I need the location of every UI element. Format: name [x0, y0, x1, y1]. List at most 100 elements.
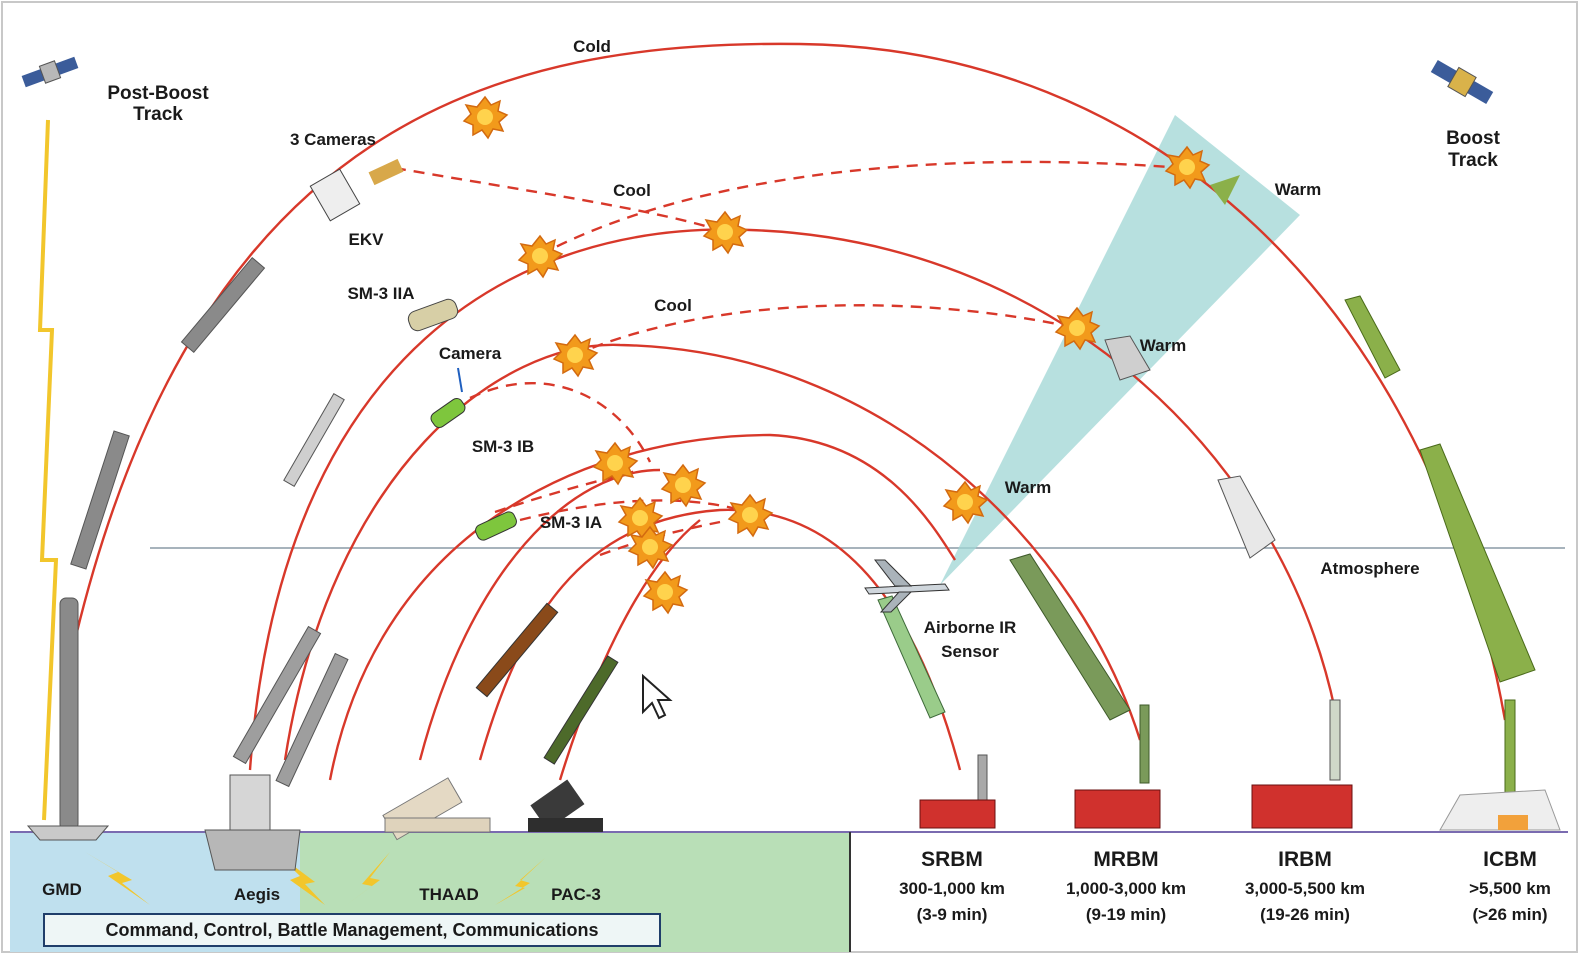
warhead-icon [1210, 175, 1240, 205]
gmd-label: GMD [42, 880, 82, 899]
explosion-icon [728, 494, 773, 537]
aircraft-icon [864, 559, 950, 613]
irbm-range: 3,000-5,500 km [1245, 879, 1365, 898]
icbm-range: >5,500 km [1469, 879, 1551, 898]
short-trajectory [478, 508, 962, 771]
boost-track-label-1: Boost [1446, 128, 1501, 149]
ekv-label: EKV [349, 230, 385, 249]
icbm-silo-icon [1439, 789, 1561, 831]
missile-classes: SRBM 300-1,000 km (3-9 min) MRBM 1,000-3… [899, 848, 1551, 924]
srbm-missile-icon [977, 754, 988, 801]
command-control-box: Command, Control, Battle Management, Com… [43, 913, 661, 947]
launcher-truck-icon [919, 784, 1353, 829]
launchers [26, 774, 1561, 871]
missile-icon [275, 652, 349, 788]
thaad-launcher-icon [382, 777, 491, 841]
missile-icon [283, 393, 345, 487]
defense-system-labels: GMD Aegis THAAD PAC-3 [42, 880, 601, 904]
missile-icon [1344, 295, 1401, 379]
lightning-icon [275, 852, 325, 905]
pac3-missile-icon [543, 655, 619, 765]
srbm-time: (3-9 min) [917, 905, 988, 924]
mrbm-trajectory [283, 343, 1142, 761]
airborne-ir-label-2: Sensor [941, 642, 999, 661]
pac3-flight [558, 519, 701, 781]
srbm-missile-icon [877, 595, 946, 719]
boost-track-label-2: Track [1448, 150, 1498, 171]
sm3-ib-label: SM-3 IB [472, 437, 534, 456]
gmd-missile-icon [59, 597, 79, 831]
pac3-launcher-icon [528, 779, 603, 832]
cool-label-lower: Cool [654, 296, 692, 315]
srbm-trajectory [328, 433, 957, 781]
warm-label-top: Warm [1275, 180, 1322, 199]
cool-dash-lower [574, 304, 1078, 357]
mrbm-stage-icon [1104, 335, 1151, 381]
gmd-silo-icon [26, 825, 110, 841]
missile-icon [70, 430, 130, 570]
lightning-icon [345, 852, 390, 906]
satellite-icon [1430, 59, 1494, 105]
diagram-labels: Post-Boost Track Boost Track Cold Cool C… [107, 37, 1500, 661]
ship-icon [204, 774, 301, 871]
cool-label-upper: Cool [613, 181, 651, 200]
aegis-label: Aegis [234, 885, 280, 904]
lightning-icon [85, 852, 150, 905]
airborne-ir-label-1: Airborne IR [924, 618, 1017, 637]
mrbm-time: (9-19 min) [1086, 905, 1166, 924]
sm3-ia-label: SM-3 IA [540, 513, 602, 532]
mrbm-range: 1,000-3,000 km [1066, 879, 1186, 898]
pac3-label: PAC-3 [551, 885, 601, 904]
atmosphere-label: Atmosphere [1320, 559, 1419, 578]
irbm-time: (19-26 min) [1260, 905, 1350, 924]
cursor-icon [642, 673, 673, 720]
icbm-name: ICBM [1483, 848, 1537, 871]
threat-missiles [877, 175, 1536, 811]
icbm-missile-icon [1419, 443, 1536, 683]
ekv-dash [394, 166, 726, 234]
satellite-icon [21, 56, 79, 88]
explosion-icon [703, 211, 748, 254]
camera-icon [368, 158, 404, 186]
thaad-label: THAAD [419, 885, 479, 904]
explosion-icon [618, 497, 663, 540]
irbm-missile-icon [1329, 699, 1341, 781]
post-boost-track-label-2: Track [133, 104, 183, 125]
camera-label: Camera [439, 344, 502, 363]
camera-pointer [457, 367, 463, 393]
explosion-icon [463, 96, 508, 139]
explosion-icon [628, 526, 673, 569]
lightning-links [37, 119, 545, 906]
post-boost-track-label-1: Post-Boost [107, 83, 209, 104]
srbm-range: 300-1,000 km [899, 879, 1005, 898]
icbm-time: (>26 min) [1472, 905, 1547, 924]
irbm-name: IRBM [1278, 848, 1332, 871]
mrbm-missile-icon [1009, 553, 1131, 721]
interceptor-stages [59, 158, 619, 831]
thaad-missile-icon [475, 602, 559, 698]
three-cameras-label: 3 Cameras [290, 130, 376, 149]
explosion-icon [593, 442, 638, 485]
mrbm-name: MRBM [1093, 848, 1158, 871]
missile-icon [180, 257, 266, 353]
warm-label-low: Warm [1005, 478, 1052, 497]
command-control-label: Command, Control, Battle Management, Com… [105, 920, 599, 940]
cold-label: Cold [573, 37, 611, 56]
missile-icon [232, 625, 322, 765]
cool-dash-upper [539, 160, 1184, 257]
sm3-iia-icon [407, 298, 459, 332]
ekv-icon [309, 168, 361, 222]
lightning-icon [37, 119, 59, 821]
srbm-name: SRBM [921, 848, 983, 871]
irbm-trajectory [248, 228, 1337, 771]
mrbm-missile-icon [1139, 704, 1150, 784]
explosion-icon [553, 334, 598, 377]
sm3-iia-label: SM-3 IIA [347, 284, 414, 303]
warm-label-mid: Warm [1140, 336, 1187, 355]
sm3-ib-icon [430, 397, 466, 429]
irbm-stage-icon [1217, 475, 1276, 559]
sm3-ia-icon [475, 511, 517, 541]
explosion-icon [661, 464, 706, 507]
